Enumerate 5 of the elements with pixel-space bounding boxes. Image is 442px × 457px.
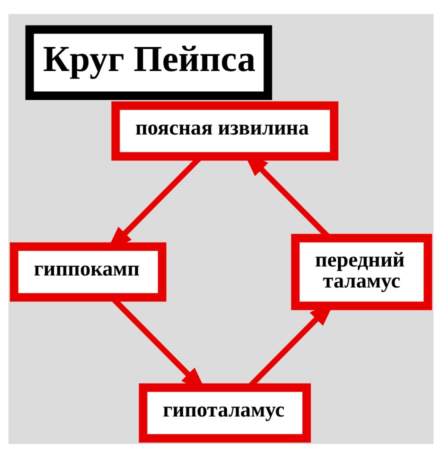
diagram-title: Круг Пейпса <box>43 37 256 78</box>
node-box: передний таламус <box>291 233 432 310</box>
node-box: гиппокамп <box>10 242 166 302</box>
node-box: поясная извилина <box>111 100 338 160</box>
node-box: гипоталамус <box>138 382 311 442</box>
